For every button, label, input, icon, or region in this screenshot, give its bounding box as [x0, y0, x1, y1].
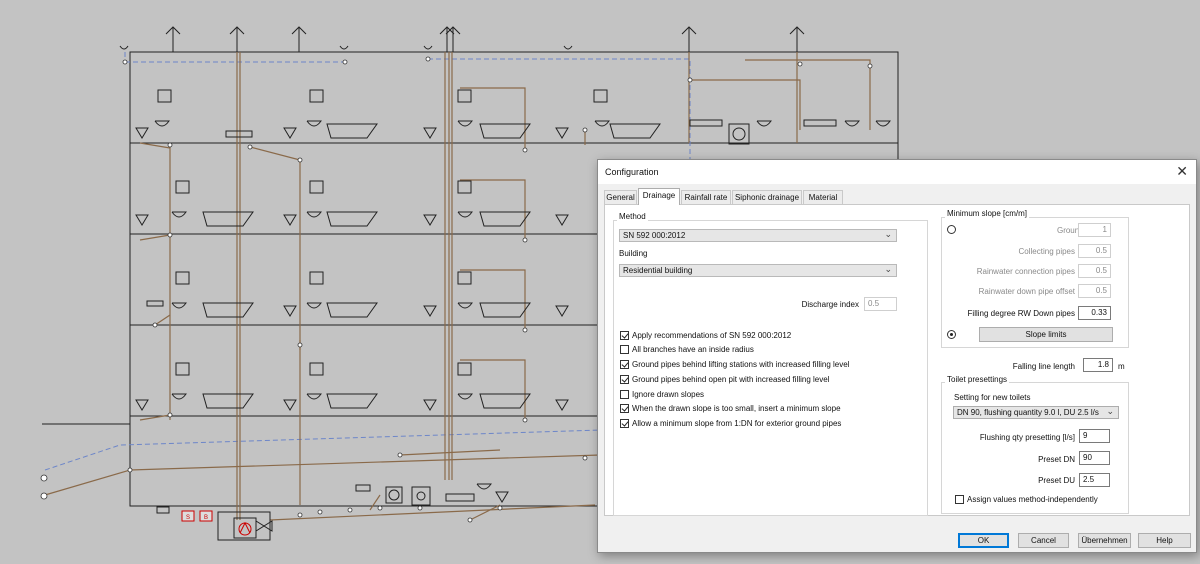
pipe-nodes — [40, 56, 873, 523]
checkbox-label: Ground pipes behind open pit with increa… — [632, 375, 830, 384]
alarm-box-s: S — [181, 510, 195, 522]
checkbox-label: Assign values method-independently — [967, 495, 1098, 504]
plumbing-fixtures — [135, 89, 891, 541]
cancel-button[interactable]: Cancel — [1018, 533, 1069, 548]
collecting-pipes-label: Collecting pipes — [1018, 247, 1075, 256]
tab-siphonic-drainage[interactable]: Siphonic drainage — [732, 190, 802, 204]
rainwater-down-pipe-offset-input[interactable]: 0.5 — [1078, 284, 1111, 298]
vent-arrows — [119, 26, 805, 52]
tab-rainfall-rate[interactable]: Rainfall rate — [681, 190, 731, 204]
filling-degree-input[interactable]: 0.33 — [1078, 306, 1111, 320]
rainwater-connection-pipes-input[interactable]: 0.5 — [1078, 264, 1111, 278]
chevron-down-icon: ⌄ — [1106, 406, 1114, 416]
help-button[interactable]: Help — [1138, 533, 1191, 548]
falling-line-length-input[interactable]: 1.8 — [1083, 358, 1113, 372]
discharge-index-label: Discharge index — [801, 300, 859, 309]
rainwater-connection-pipes-label: Rainwater connection pipes — [976, 267, 1075, 276]
preset-du-label: Preset DU — [1038, 476, 1075, 485]
setting-new-toilets-label: Setting for new toilets — [954, 393, 1031, 402]
alarm-label-b: B — [204, 515, 208, 521]
ground-pipes-input[interactable]: 1 — [1078, 223, 1111, 237]
preset-du-input[interactable]: 2.5 — [1079, 473, 1110, 487]
dialog-titlebar: Configuration ✕ — [598, 160, 1196, 184]
ok-button[interactable]: OK — [958, 533, 1009, 548]
checkbox-open-pit[interactable] — [620, 375, 629, 384]
tab-drainage[interactable]: Drainage — [638, 188, 680, 205]
building-select[interactable]: Residential building ⌄ — [619, 264, 897, 277]
method-group-label: Method — [617, 212, 648, 221]
checkbox-label: All branches have an inside radius — [632, 345, 754, 354]
tab-general[interactable]: General — [604, 190, 637, 204]
checkbox-label: Ignore drawn slopes — [632, 390, 705, 399]
preset-dn-input[interactable]: 90 — [1079, 451, 1110, 465]
checkbox-label: When the drawn slope is too small, inser… — [632, 404, 841, 413]
falling-line-length-unit: m — [1118, 362, 1125, 371]
alarm-label-s: S — [186, 515, 190, 521]
radio-slope-limits[interactable] — [947, 330, 956, 339]
method-group — [613, 220, 928, 516]
method-select-value: SN 592 000:2012 — [623, 231, 686, 240]
apply-button[interactable]: Übernehmen — [1078, 533, 1131, 548]
minimum-slope-group — [941, 217, 1129, 348]
checkbox-insert-minimum-slope[interactable] — [620, 404, 629, 413]
alarm-box-b: B — [199, 510, 213, 522]
pump-symbol — [238, 521, 252, 536]
building-label: Building — [619, 249, 648, 258]
checkbox-assign-values[interactable] — [955, 495, 964, 504]
method-select[interactable]: SN 592 000:2012 ⌄ — [619, 229, 897, 242]
checkbox-label: Allow a minimum slope from 1:DN for exte… — [632, 419, 842, 428]
checkbox-inside-radius[interactable] — [620, 345, 629, 354]
discharge-index-input[interactable]: 0.5 — [864, 297, 897, 311]
toilet-presettings-group-label: Toilet presettings — [945, 375, 1010, 384]
dialog-title: Configuration — [605, 167, 659, 177]
collecting-pipes-input[interactable]: 0.5 — [1078, 244, 1111, 258]
slope-limits-button[interactable]: Slope limits — [979, 327, 1113, 342]
toilet-setting-select[interactable]: DN 90, flushing quantity 9.0 l, DU 2.5 l… — [953, 406, 1119, 419]
toilet-presettings-group — [941, 382, 1129, 514]
configuration-dialog: Configuration ✕ General Drainage Rainfal… — [597, 159, 1197, 553]
flushing-qty-input[interactable]: 9 — [1079, 429, 1110, 443]
chevron-down-icon: ⌄ — [884, 264, 892, 274]
checkbox-label: Ground pipes behind lifting stations wit… — [632, 360, 850, 369]
chevron-down-icon: ⌄ — [884, 229, 892, 239]
radio-minimum-slope-values[interactable] — [947, 225, 956, 234]
flushing-qty-label: Flushing qty presetting [l/s] — [979, 433, 1075, 442]
minimum-slope-group-label: Minimum slope [cm/m] — [945, 209, 1030, 218]
checkbox-apply-recommendations[interactable] — [620, 331, 629, 340]
drainage-tab-panel: Method SN 592 000:2012 ⌄ Building Reside… — [604, 204, 1190, 516]
preset-dn-label: Preset DN — [1038, 455, 1075, 464]
checkbox-label: Apply recommendations of SN 592 000:2012 — [632, 331, 792, 340]
rainwater-down-pipe-offset-label: Rainwater down pipe offset — [978, 287, 1075, 296]
building-select-value: Residential building — [623, 266, 693, 275]
checkbox-ignore-drawn-slopes[interactable] — [620, 390, 629, 399]
checkbox-lifting-stations[interactable] — [620, 360, 629, 369]
checkbox-exterior-ground-pipes[interactable] — [620, 419, 629, 428]
falling-line-length-label: Falling line length — [1012, 362, 1075, 371]
toilet-setting-select-value: DN 90, flushing quantity 9.0 l, DU 2.5 l… — [957, 408, 1099, 417]
tab-material[interactable]: Material — [803, 190, 843, 204]
drain-pipes — [44, 52, 871, 521]
filling-degree-label: Filling degree RW Down pipes — [967, 309, 1075, 318]
close-icon[interactable]: ✕ — [1176, 163, 1188, 179]
